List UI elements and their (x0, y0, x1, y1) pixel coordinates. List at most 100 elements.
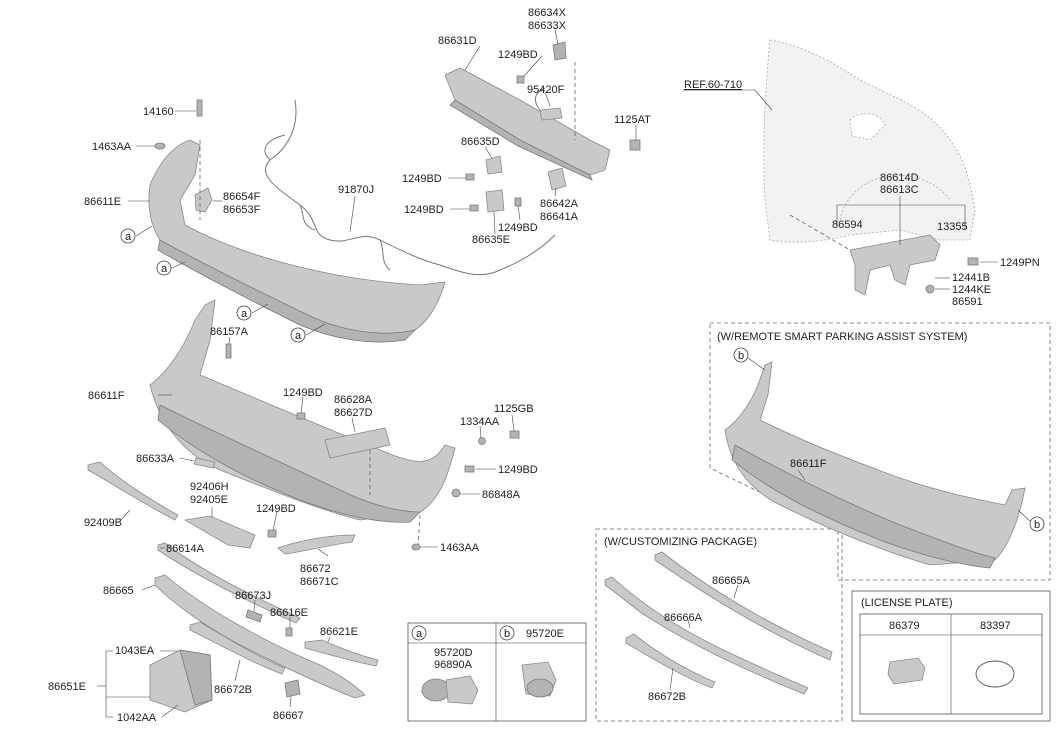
label-95420F: 95420F (527, 84, 565, 96)
label-12441B: 12441B (952, 272, 990, 284)
label-86666A: 86666A (664, 612, 703, 624)
label-86633X: 86633X (528, 20, 567, 32)
callout-b-2 (1029, 516, 1045, 532)
sensor-a-part-2: 96890A (434, 659, 473, 671)
label-86614D: 86614D (880, 172, 919, 184)
label-86635E: 86635E (472, 234, 510, 246)
rspa-box (709, 322, 1051, 581)
sensor-b-part: 95720E (526, 628, 564, 640)
license-lamp-86379-image (887, 657, 926, 685)
label-1334AA: 1334AA (460, 416, 500, 428)
sensor-col-a-letter: a (416, 628, 423, 640)
sensor-table (407, 622, 587, 722)
customizing-package-title: (W/CUSTOMIZING PACKAGE) (604, 536, 757, 548)
callout-a-2 (156, 260, 172, 276)
sensor-col-b-circle (499, 625, 515, 641)
clip-1463AA-top (154, 142, 166, 150)
label-14160: 14160 (143, 106, 174, 118)
label-86611F-rspa: 86611F (790, 458, 827, 470)
bracket-86628A (324, 427, 391, 459)
parking-sensor-a-image (421, 675, 479, 705)
label-13355: 13355 (937, 221, 968, 233)
label-1249BD-f: 1249BD (498, 464, 538, 476)
label-1249BD-e: 1249BD (283, 387, 323, 399)
label-1249BD-b: 1249BD (402, 173, 442, 185)
label-1244KE: 1244KE (952, 284, 991, 296)
sensor-col-a-circle (411, 625, 427, 641)
trim-86614A (157, 542, 301, 624)
label-86591: 86591 (952, 296, 983, 308)
strip-86621E (304, 639, 379, 667)
label-86651E: 86651E (48, 681, 86, 693)
label-86667: 86667 (273, 710, 304, 722)
fastener-14160 (196, 99, 203, 117)
garnish-86672B-custom (625, 633, 716, 689)
label-86672: 86672 (300, 563, 331, 575)
label-86672B: 86672B (214, 684, 252, 696)
label-86641A: 86641A (540, 211, 579, 223)
bracket-86651E (149, 649, 213, 713)
quarter-panel-reference (763, 39, 976, 243)
label-86672B-custom: 86672B (648, 691, 686, 703)
label-86653F: 86653F (223, 204, 261, 216)
garnish-92409B (87, 461, 179, 521)
label-86611F: 86611F (88, 390, 125, 402)
label-86633A: 86633A (136, 453, 175, 465)
callout-a-4-text: a (295, 330, 302, 342)
beam-86631D (444, 67, 611, 181)
label-86665: 86665 (103, 585, 134, 597)
label-86627D: 86627D (334, 407, 373, 419)
callout-a-1 (120, 228, 136, 244)
label-86157A: 86157A (210, 326, 249, 338)
customizing-package-box (595, 528, 843, 722)
license-plate-box (851, 590, 1051, 722)
skid-plate-86665A (654, 551, 833, 661)
sensor-col-b-letter: b (504, 628, 510, 640)
label-92406H: 92406H (190, 481, 229, 493)
rspa-title: (W/REMOTE SMART PARKING ASSIST SYSTEM) (717, 331, 967, 343)
label-86613C: 86613C (880, 184, 919, 196)
bolt-1125AT (629, 139, 641, 151)
bolt-1244KE (925, 284, 935, 294)
label-1249PN: 1249PN (1000, 257, 1040, 269)
clip-86616E (285, 627, 293, 637)
label-86848A: 86848A (482, 489, 521, 501)
label-1042AA: 1042AA (117, 712, 157, 724)
bolt-1249PN (967, 257, 979, 266)
label-1125GB: 1125GB (494, 403, 534, 415)
callout-a-3 (236, 305, 252, 321)
callout-a-3-text: a (241, 308, 248, 320)
wiring-harness-91870J (264, 99, 556, 276)
sensor-a-part-1: 95720D (434, 647, 473, 659)
label-86621E: 86621E (320, 626, 358, 638)
label-86616E: 86616E (270, 607, 308, 619)
label-1249BD-g: 1249BD (256, 503, 296, 515)
label-86614A: 86614A (166, 543, 205, 555)
label-1043EA: 1043EA (115, 645, 155, 657)
label-86634X: 86634X (528, 7, 567, 19)
license-col-2: 83397 (980, 620, 1011, 632)
label-86594: 86594 (832, 219, 863, 231)
clip-86667 (284, 679, 301, 698)
lower-bumper-86611F (149, 299, 456, 523)
label-86665A: 86665A (712, 575, 751, 587)
strip-86633A (193, 457, 216, 469)
callout-b-1 (733, 347, 749, 363)
bracket-86634X (552, 41, 567, 61)
label-86635D: 86635D (461, 136, 500, 148)
callout-b-2-text: b (1034, 519, 1040, 531)
bracket-86642A (547, 167, 567, 191)
license-col-1: 86379 (889, 620, 920, 632)
callout-a-1-text: a (125, 231, 132, 243)
sensor-95420F (534, 87, 563, 121)
label-1125AT: 1125AT (614, 114, 651, 126)
bracket-86635D (485, 155, 503, 175)
skid-plate-86666A (604, 576, 809, 695)
label-ref-60-710: REF.60-710 (684, 79, 742, 91)
label-86611E: 86611E (84, 196, 121, 208)
label-1249BD-c: 1249BD (404, 204, 444, 216)
label-86628A: 86628A (334, 394, 373, 406)
label-1249BD-a: 1249BD (498, 49, 538, 61)
label-92409B: 92409B (84, 517, 122, 529)
